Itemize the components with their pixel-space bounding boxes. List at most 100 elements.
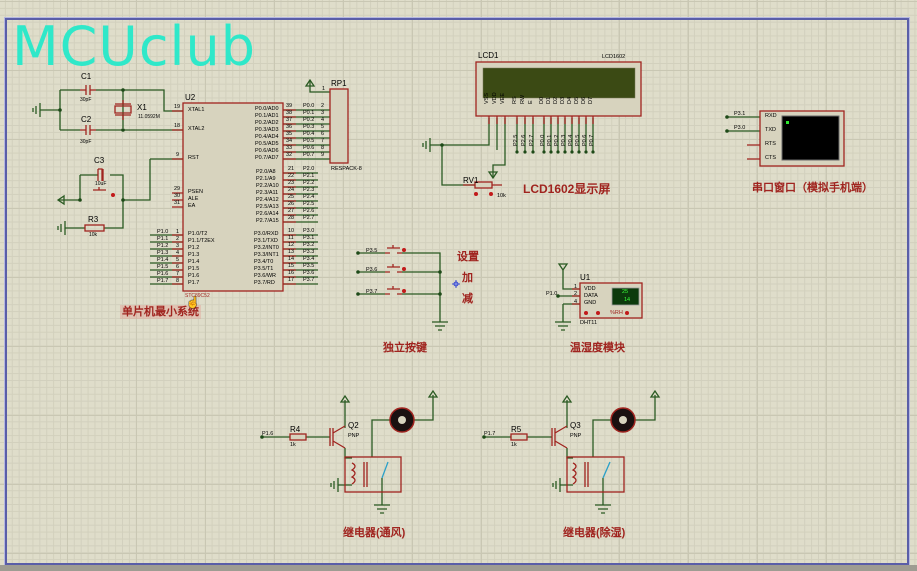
u2-pin-p2-6: P2.6/A14	[256, 211, 279, 217]
crosshair-marker[interactable]	[452, 280, 460, 288]
dht-pin-num-2: 2	[574, 291, 578, 297]
q3-value: PNP	[570, 433, 582, 439]
dht-ref[interactable]: U1	[580, 273, 591, 282]
net-label-p2-3: P2.3	[303, 187, 315, 193]
u2-pin-p1-5: P1.5	[188, 266, 200, 272]
u2-pin-num-p2-6: 27	[288, 208, 295, 214]
u2-pin-num-p2-3: 24	[288, 187, 295, 193]
u2-pin-num-p3-4: 14	[288, 256, 295, 262]
net-label-p1-2: P1.2	[157, 243, 169, 249]
u2-pin-psen: PSEN	[188, 189, 203, 195]
lcd-ref[interactable]: LCD1	[478, 51, 499, 60]
wires	[40, 80, 760, 505]
dht-pin-num-1: 1	[574, 284, 578, 290]
status-bar	[0, 565, 917, 571]
c2-value: 30pF	[80, 139, 92, 145]
caption-mcu: 单片机最小系统	[120, 305, 201, 319]
q2-value: PNP	[348, 433, 360, 439]
rp1-pin-2: 4	[321, 117, 325, 123]
u2-value: STC89C52	[185, 293, 210, 299]
u2-pin-num-18: 18	[174, 123, 181, 129]
probe-dots	[111, 192, 629, 315]
u2-pin-xtal2: XTAL2	[188, 126, 205, 132]
serial-net-rxd: P3.1	[734, 111, 746, 117]
net-label-p0-0: P0.0	[303, 103, 315, 109]
u2-pin-p3-4: P3.4/T0	[254, 259, 274, 265]
u2-pin-num-31: 31	[174, 200, 181, 206]
u2-ref[interactable]: U2	[185, 93, 196, 102]
net-label-p3-0: P3.0	[303, 228, 315, 234]
u2-pin-p1-4: P1.4	[188, 259, 200, 265]
dht-pin-vdd: VDD	[584, 286, 596, 292]
u2-pin-num-9: 9	[176, 152, 180, 158]
u2-pin-p2-3: P2.3/A11	[256, 190, 279, 196]
lcd-data-net-1: P0.1	[547, 134, 553, 146]
rp1-pin-4: 6	[321, 131, 325, 137]
r3-ref[interactable]: R3	[88, 215, 99, 224]
u2-pin-p0-7: P0.7/AD7	[255, 155, 279, 161]
r4-ref[interactable]: R4	[290, 425, 301, 434]
u2-pin-num-p3-5: 15	[288, 263, 295, 269]
button-net-2: P3.6	[366, 267, 378, 273]
net-label-p1-3: P1.3	[157, 250, 169, 256]
u2-pin-num-p1-0: 1	[176, 229, 180, 235]
u2-pin-p2-4: P2.4/A12	[256, 197, 279, 203]
u2-pin-p2-5: P2.5/A13	[256, 204, 279, 210]
q2-ref[interactable]: Q2	[348, 421, 359, 430]
u2-pin-num-p1-7: 8	[176, 278, 180, 284]
net-label-p0-6: P0.6	[303, 145, 315, 151]
rp1-pin-1: 1	[322, 86, 326, 92]
net-label-p3-3: P3.3	[303, 249, 315, 255]
button-net-1: P3.5	[366, 248, 378, 254]
u2-pin-num-p0-7: 32	[286, 152, 293, 158]
net-label-p2-5: P2.5	[303, 201, 315, 207]
u2-pin-xtal1: XTAL1	[188, 107, 205, 113]
net-label-p0-3: P0.3	[303, 124, 315, 130]
power-symbols	[56, 78, 661, 403]
x1-ref[interactable]: X1	[137, 103, 147, 112]
dht-model: DHT11	[580, 320, 598, 326]
u2-pin-p1-0: P1.0/T2	[188, 231, 208, 237]
lcd-data-net-5: P0.5	[575, 134, 581, 146]
lcd-pin-e: E	[528, 100, 534, 104]
u2-pin-num-29: 29	[174, 186, 181, 192]
u2-pin-p3-2: P3.2/INT0	[254, 245, 279, 251]
lcd-pin-d1: D1	[546, 96, 552, 104]
u2-pin-num-p2-4: 25	[288, 194, 295, 200]
lcd-pin-d5: D5	[574, 96, 580, 104]
caption-keys: 独立按键	[383, 342, 427, 354]
rv1-ref[interactable]: RV1	[463, 176, 479, 185]
terminal-cursor	[786, 121, 789, 124]
u2-pin-p3-1: P3.1/TXD	[254, 238, 278, 244]
u2-pin-num-p2-7: 28	[288, 215, 295, 221]
serial-pin-rxd: RXD	[765, 113, 777, 119]
net-label-p1-5: P1.5	[157, 264, 169, 270]
rp1-pin-7: 9	[321, 152, 325, 158]
caption-mcu-text: 单片机最小系统	[120, 305, 201, 319]
button-net-3: P3.7	[366, 289, 378, 295]
c1-ref[interactable]: C1	[81, 72, 92, 81]
dht-pin-gnd: GND	[584, 300, 597, 306]
net-label-p3-1: P3.1	[303, 235, 315, 241]
dht-pin-data: DATA	[584, 293, 598, 299]
rp1-value: RESPACK-8	[331, 166, 362, 172]
c3-ref[interactable]: C3	[94, 156, 105, 165]
u2-pin-num-p0-0: 39	[286, 103, 293, 109]
c2-ref[interactable]: C2	[81, 115, 92, 124]
rp1-pin-0: 2	[321, 103, 325, 109]
serial-net-txd: P3.0	[734, 125, 746, 131]
q3-ref[interactable]: Q3	[570, 421, 581, 430]
lcd-pin-d0: D0	[539, 96, 545, 104]
u2-pin-num-p3-3: 13	[288, 249, 295, 255]
r5-ref[interactable]: R5	[511, 425, 522, 434]
r4-value: 1k	[290, 442, 296, 448]
ground-symbols	[32, 103, 611, 514]
net-label-p2-2: P2.2	[303, 180, 315, 186]
u2-pin-num-p0-3: 36	[286, 124, 293, 130]
rp1-ref[interactable]: RP1	[331, 79, 347, 88]
lcd-pin-vee: VEE	[500, 92, 506, 104]
u2-pin-num-p1-2: 3	[176, 243, 180, 249]
dht-temp-readout: 14	[624, 297, 631, 303]
